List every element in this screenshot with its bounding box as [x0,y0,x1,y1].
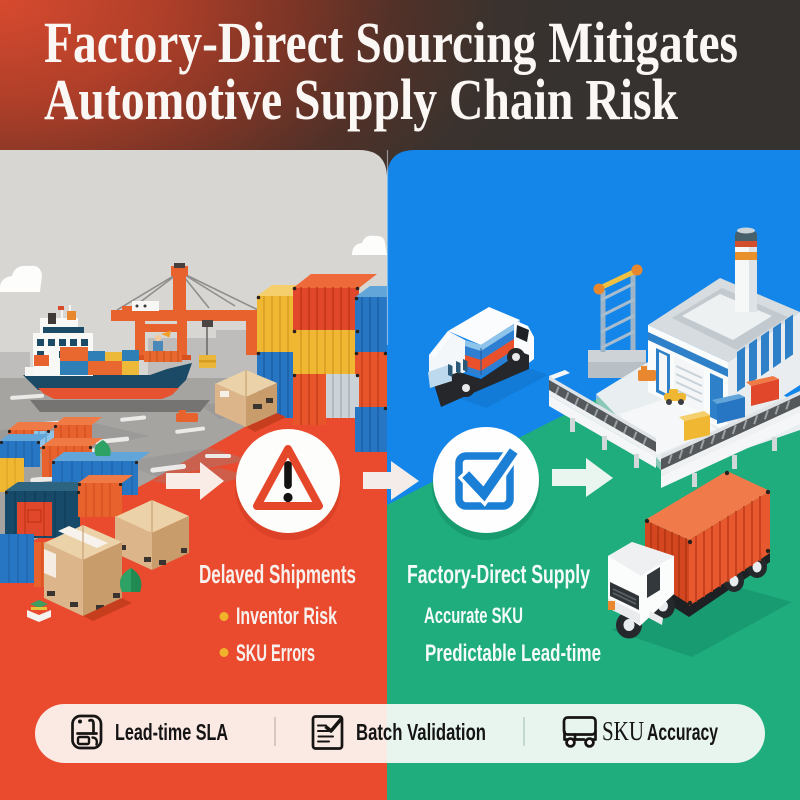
svg-text:Automotive Supply Chain Risk: Automotive Supply Chain Risk [44,67,679,132]
svg-text:SKU: SKU [602,716,644,746]
svg-text:Factory-Direct Sourcing Mitiga: Factory-Direct Sourcing Mitigates [44,10,738,75]
svg-text:Predictable Lead-time: Predictable Lead-time [425,640,601,667]
svg-text:Factory-Direct Supply: Factory-Direct Supply [407,559,590,589]
svg-text:Batch Validation: Batch Validation [356,719,486,745]
svg-text:Accuracy: Accuracy [647,719,718,745]
svg-text:Delaved Shipments: Delaved Shipments [199,559,356,589]
svg-text:Accurate SKU: Accurate SKU [424,603,523,628]
svg-text:SKU Errors: SKU Errors [236,640,315,667]
svg-text:Inventor Risk: Inventor Risk [236,603,337,630]
svg-text:Lead-time SLA: Lead-time SLA [115,719,228,745]
